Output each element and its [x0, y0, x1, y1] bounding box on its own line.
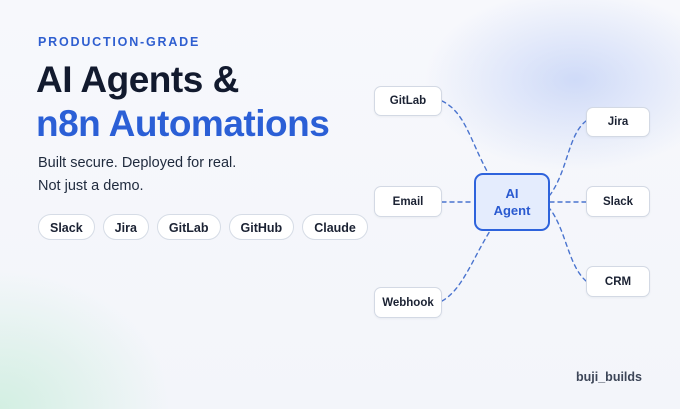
- headline-line-1: AI Agents &: [36, 59, 239, 100]
- brand-signature: buji_builds: [576, 370, 642, 384]
- node-slack: Slack: [586, 186, 650, 217]
- node-email: Email: [374, 186, 442, 217]
- chip-jira: Jira: [102, 214, 149, 240]
- subtitle-line-1: Built secure. Deployed for real.: [38, 155, 237, 171]
- node-jira: Jira: [586, 107, 650, 137]
- subtitle-line-2: Not just a demo.: [38, 178, 144, 194]
- link-gitlab: [441, 100, 489, 174]
- chip-claude: Claude: [302, 214, 368, 240]
- hub-line-1: AI: [505, 186, 519, 201]
- node-webhook: Webhook: [374, 287, 442, 318]
- subtitle: Built secure. Deployed for real. Not jus…: [38, 152, 236, 198]
- ai-agent-hub: AI Agent: [474, 173, 550, 231]
- chip-github: GitHub: [228, 214, 295, 240]
- headline: AI Agents & n8n Automations: [36, 58, 330, 146]
- chip-slack: Slack: [38, 214, 95, 240]
- link-webhook: [441, 230, 491, 302]
- hub-line-2: Agent: [493, 203, 531, 218]
- node-crm: CRM: [586, 266, 650, 297]
- link-crm: [549, 208, 587, 282]
- headline-line-2: n8n Automations: [36, 103, 330, 144]
- eyebrow-label: PRODUCTION-GRADE: [38, 35, 201, 49]
- tool-chips: Slack Jira GitLab GitHub Claude: [38, 214, 368, 240]
- node-gitlab: GitLab: [374, 86, 442, 116]
- link-jira: [549, 120, 587, 196]
- chip-gitlab: GitLab: [156, 214, 221, 240]
